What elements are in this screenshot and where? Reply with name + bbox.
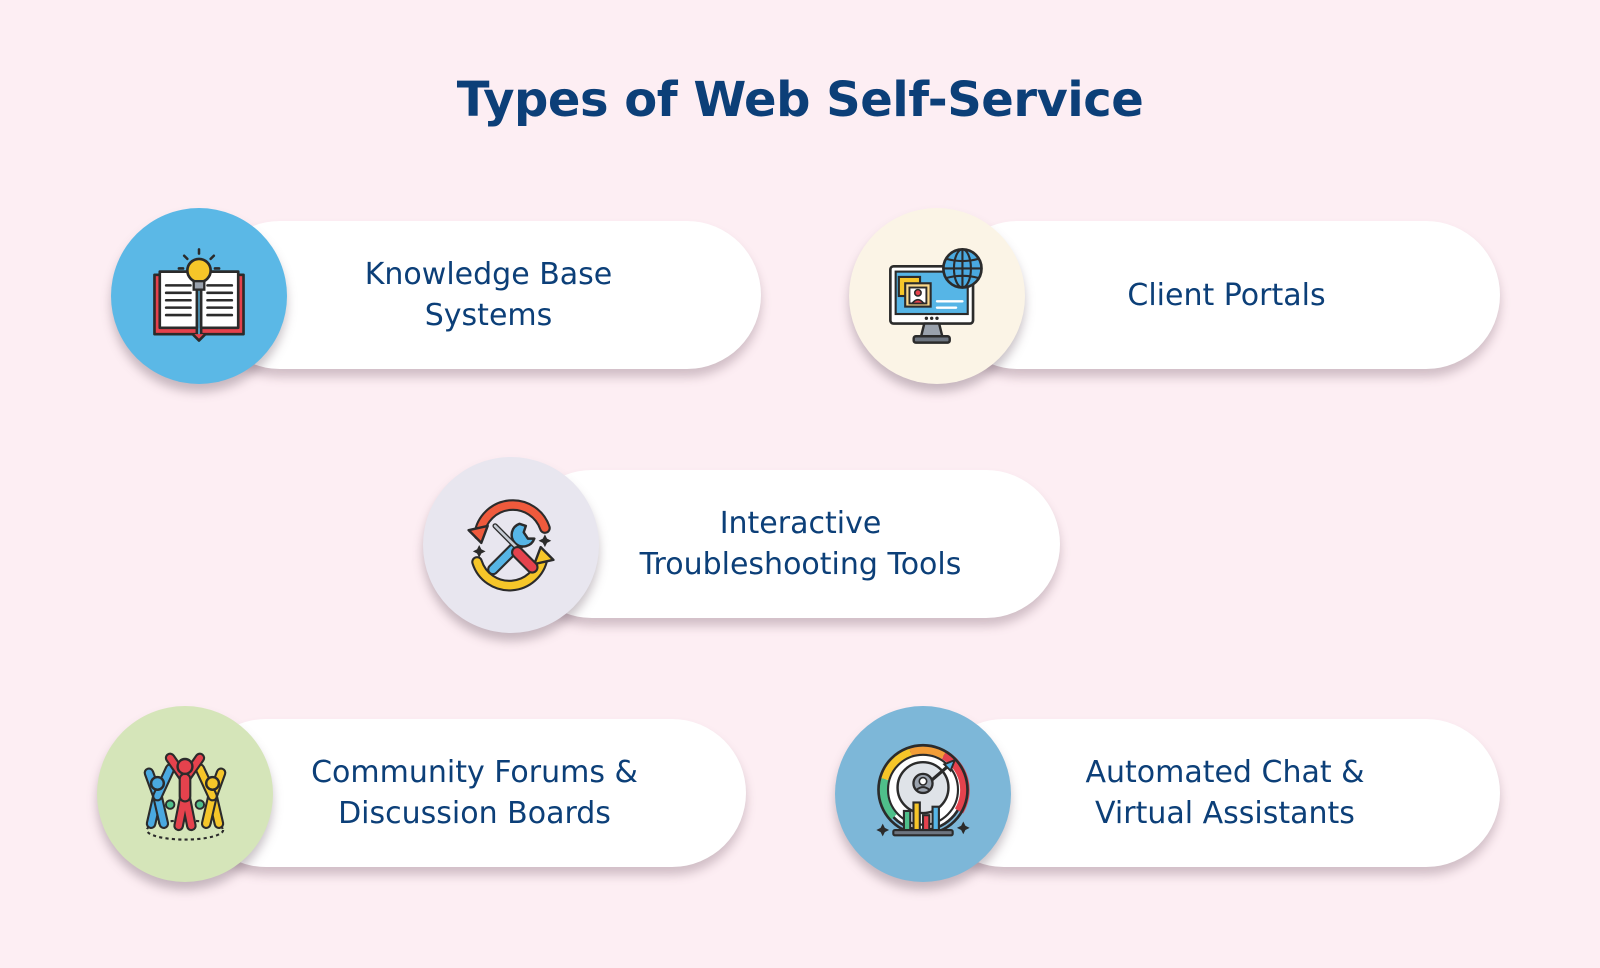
card-label: Client Portals bbox=[1024, 221, 1429, 369]
page-title: Types of Web Self-Service bbox=[456, 72, 1144, 128]
card-pill bbox=[930, 719, 1500, 867]
dashboard-gauge-icon bbox=[876, 743, 970, 837]
card-community-forums: Community Forums & Discussion Boards bbox=[97, 706, 746, 886]
card-label-line2: Troubleshooting Tools bbox=[639, 547, 962, 582]
card-pill bbox=[206, 221, 761, 369]
card-pill bbox=[944, 221, 1500, 369]
card-client-portals: Client Portals bbox=[849, 208, 1500, 388]
card-pill bbox=[518, 470, 1060, 618]
card-pill bbox=[192, 719, 746, 867]
card-label-line1: Knowledge Base bbox=[364, 257, 613, 292]
icon-circle bbox=[423, 457, 599, 633]
book-lightbulb-icon bbox=[153, 248, 245, 342]
card-label-line1: Automated Chat & bbox=[1085, 755, 1365, 790]
card-label: Interactive Troubleshooting Tools bbox=[583, 470, 1018, 618]
icon-circle bbox=[97, 706, 273, 882]
computer-globe-icon bbox=[889, 248, 983, 344]
icon-circle bbox=[849, 208, 1025, 384]
card-label-line2: Virtual Assistants bbox=[1095, 796, 1355, 831]
card-label-line1: Interactive bbox=[719, 506, 882, 541]
card-knowledge-base: Knowledge Base Systems bbox=[111, 208, 761, 388]
card-label: Automated Chat & Virtual Assistants bbox=[1013, 719, 1437, 867]
card-label-line2: Systems bbox=[424, 298, 553, 333]
icon-circle bbox=[835, 706, 1011, 882]
card-troubleshooting-tools: Interactive Troubleshooting Tools bbox=[423, 457, 1060, 637]
card-label-line2: Discussion Boards bbox=[338, 796, 611, 831]
card-label-line1: Client Portals bbox=[1127, 277, 1326, 313]
community-people-icon bbox=[143, 752, 227, 841]
card-label-line1: Community Forums & bbox=[311, 755, 638, 790]
card-label: Community Forums & Discussion Boards bbox=[272, 719, 677, 867]
tools-cycle-icon bbox=[467, 499, 555, 592]
card-label: Knowledge Base Systems bbox=[286, 221, 691, 369]
card-automated-chat: Automated Chat & Virtual Assistants bbox=[835, 706, 1500, 886]
icon-circle bbox=[111, 208, 287, 384]
